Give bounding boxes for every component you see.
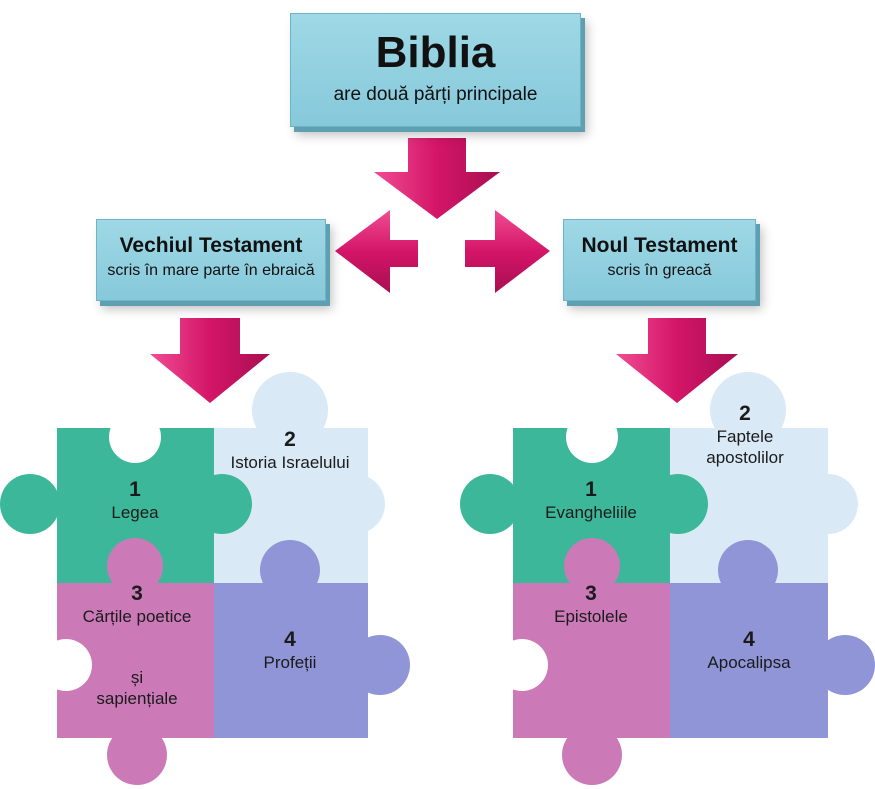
- nt-piece-3-label: 3 Epistolele: [536, 582, 646, 627]
- nt-piece-3-text: Epistolele: [554, 607, 628, 626]
- bible-subtitle: are două părți principale: [333, 84, 538, 105]
- nt-piece-1-text: Evangheliile: [545, 503, 637, 522]
- ot-piece-1-label: 1 Legea: [85, 478, 185, 523]
- puzzle-piece-3-shape: [40, 538, 214, 785]
- nt-piece-4-text: Apocalipsa: [707, 653, 791, 672]
- new-testament-title: Noul Testament: [581, 234, 738, 257]
- ot-piece-3-text-line1: Cărțile poetice: [82, 607, 192, 626]
- nt-piece-2-text-line1: Faptele: [716, 427, 774, 446]
- ot-piece-2-text: Istoria Israelului: [230, 453, 350, 472]
- new-testament-box: Noul Testament scris în greacă: [563, 219, 756, 301]
- new-testament-subtitle: scris în greacă: [607, 262, 712, 279]
- bible-box: Biblia are două părți principale: [290, 13, 581, 127]
- nt-piece-2-label: 2 Faptele apostolilor: [690, 402, 800, 468]
- arrow-down-center: [374, 138, 500, 219]
- nt-piece-2-number: 2: [739, 402, 751, 425]
- nt-piece-3-number: 3: [585, 582, 597, 605]
- old-testament-box: Vechiul Testament scris în mare parte în…: [96, 219, 326, 301]
- ot-piece-2-number: 2: [284, 428, 296, 451]
- nt-piece-1-label: 1 Evangheliile: [536, 478, 646, 523]
- bible-title: Biblia: [375, 28, 496, 77]
- puzzle-piece-3-shape: [496, 538, 670, 785]
- ot-piece-4-number: 4: [284, 628, 296, 651]
- nt-piece-1-number: 1: [585, 478, 597, 501]
- ot-piece-3-number: 3: [131, 582, 143, 605]
- ot-piece-3-label: 3 Cărțile poetice și sapiențiale: [62, 582, 212, 709]
- old-testament-subtitle: scris în mare parte în ebraică: [107, 262, 315, 279]
- nt-piece-4-number: 4: [743, 628, 755, 651]
- ot-piece-1-number: 1: [129, 478, 141, 501]
- old-testament-title: Vechiul Testament: [119, 234, 303, 257]
- ot-piece-2-label: 2 Istoria Israelului: [210, 428, 370, 473]
- puzzle-piece-1-shape: [0, 411, 252, 583]
- ot-piece-4-text: Profeții: [263, 653, 317, 672]
- arrow-down-right: [616, 318, 738, 403]
- ot-piece-1-text: Legea: [111, 503, 159, 522]
- ot-piece-3-text-line3: sapiențiale: [96, 689, 178, 708]
- arrow-right: [465, 210, 550, 293]
- arrow-down-left: [150, 318, 270, 403]
- nt-piece-4-label: 4 Apocalipsa: [694, 628, 804, 673]
- ot-piece-3-text-line2: și: [130, 668, 144, 687]
- ot-piece-4-label: 4 Profeții: [235, 628, 345, 673]
- arrow-left: [335, 210, 418, 293]
- nt-piece-2-text-line2: apostolilor: [706, 448, 784, 467]
